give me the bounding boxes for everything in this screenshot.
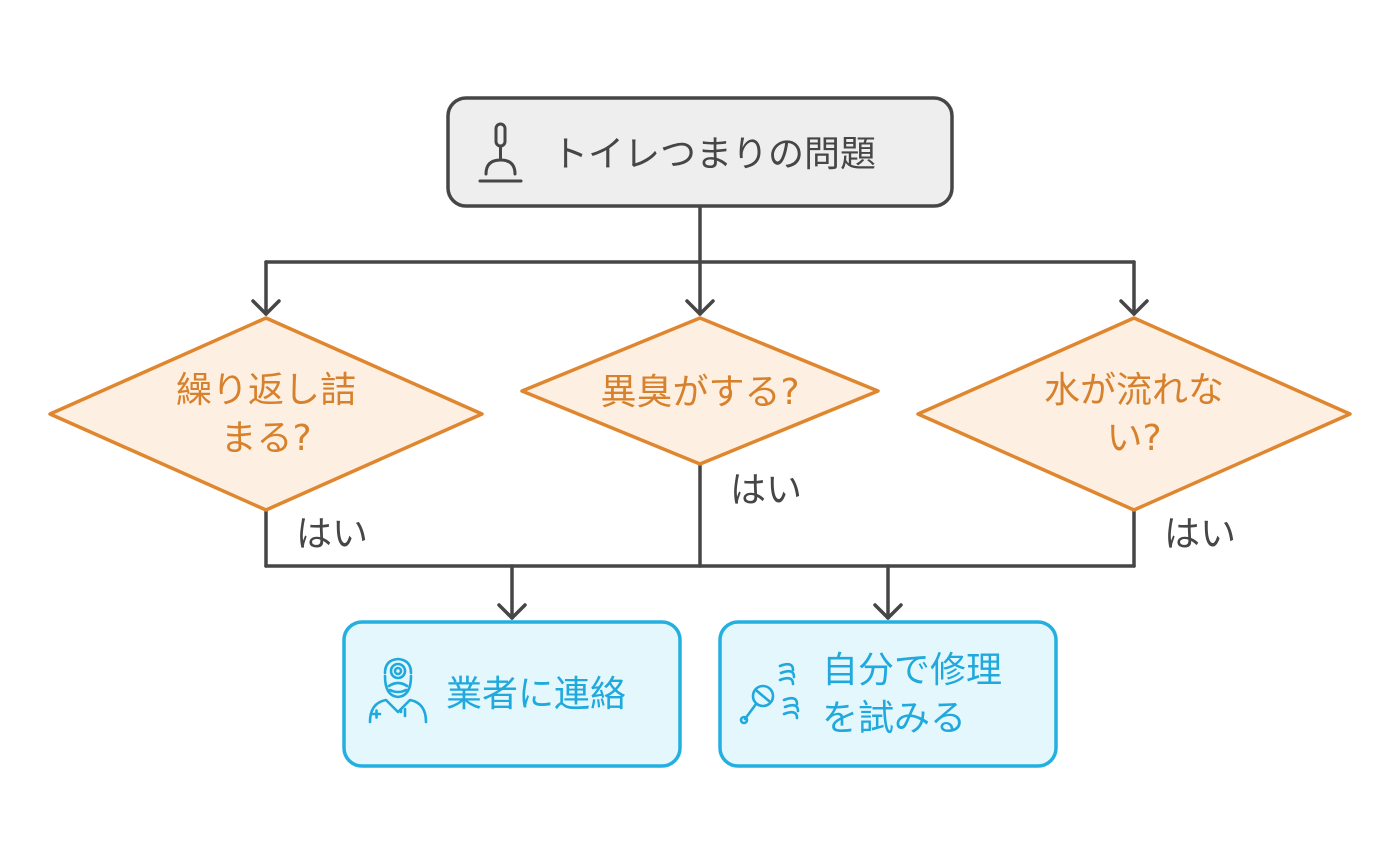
action-contact-pro-label: 業者に連絡	[446, 674, 626, 715]
arrowhead-selfrepair	[873, 603, 903, 620]
wrench-spring-icon	[739, 662, 800, 725]
start-node[interactable]: トイレつまりの問題	[446, 96, 954, 208]
decision-no-flow[interactable]: 水が流れな い?	[916, 316, 1352, 512]
start-node-label: トイレつまりの問題	[552, 134, 876, 175]
plumber-icon	[368, 657, 428, 724]
action-self-repair[interactable]: 自分で修理 を試みる	[718, 620, 1058, 768]
edge-label-repeat-yes: はい	[296, 514, 368, 555]
decision-repeat-clog-shape	[48, 316, 484, 512]
decision-no-flow-shape	[916, 316, 1352, 512]
decision-repeat-clog-label-line1: 繰り返し詰	[176, 370, 356, 411]
decision-repeat-clog[interactable]: 繰り返し詰 まる?	[48, 316, 484, 512]
action-self-repair-label-line1: 自分で修理	[822, 650, 1002, 691]
arrowhead-repeat	[251, 299, 281, 316]
arrowhead-noflow	[1119, 299, 1149, 316]
decision-odor-label: 異臭がする?	[600, 372, 799, 413]
edge-label-odor-yes: はい	[730, 470, 802, 511]
decision-no-flow-label-line1: 水が流れな	[1044, 370, 1224, 411]
action-self-repair-box	[718, 620, 1058, 768]
plunger-icon	[478, 122, 523, 183]
decision-odor[interactable]: 異臭がする?	[520, 316, 880, 466]
action-self-repair-label-line2: を試みる	[822, 698, 966, 739]
start-node-box	[446, 96, 954, 208]
action-contact-pro-box	[342, 620, 682, 768]
edge-label-noflow-yes: はい	[1164, 514, 1236, 555]
decision-no-flow-label-line2: い?	[1106, 418, 1161, 459]
arrowhead-contact	[497, 603, 527, 620]
arrowhead-odor	[685, 299, 715, 316]
connectors	[251, 204, 1149, 620]
decision-repeat-clog-label-line2: まる?	[220, 418, 311, 459]
action-contact-pro[interactable]: 業者に連絡	[342, 620, 682, 768]
decision-odor-shape	[520, 316, 880, 466]
